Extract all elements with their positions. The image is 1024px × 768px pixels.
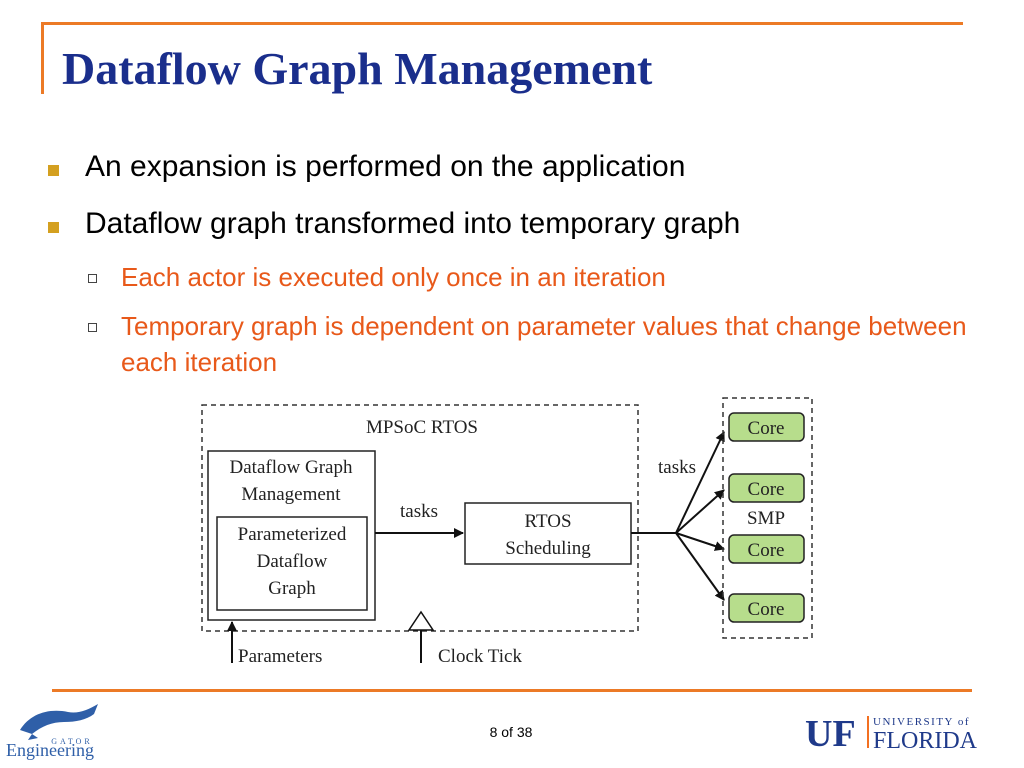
gator-arc-text: GATOR — [51, 737, 93, 746]
sub-bullet-text: Temporary graph is dependent on paramete… — [121, 311, 967, 377]
core-block — [728, 593, 805, 623]
smp-boundary — [722, 397, 813, 639]
engineering-wordmark: Engineering — [6, 740, 94, 760]
core-label: Core — [748, 418, 785, 439]
page-number: 8 of 38 — [489, 724, 533, 740]
core-block — [728, 534, 805, 564]
core-label: Core — [748, 479, 785, 500]
title-frame-top — [41, 22, 963, 25]
tasks-label-outer: tasks — [658, 457, 696, 478]
uf-mark: UF — [805, 713, 856, 752]
mpsoc-rtos-boundary — [201, 404, 639, 632]
core-arrow-4 — [675, 532, 725, 601]
gator-tail — [28, 734, 38, 740]
sub-bullet-marker — [88, 323, 97, 332]
core-block — [728, 473, 805, 503]
pdg-line2: Dataflow — [257, 551, 328, 572]
slide-title: Dataflow Graph Management — [62, 43, 653, 94]
sub-bullet-text: Each actor is executed only once in an i… — [121, 262, 666, 292]
core-label: Core — [748, 540, 785, 561]
sub-bullet-marker — [88, 274, 97, 283]
uf-logo: UF UNIVERSITY of FLORIDA — [805, 713, 978, 752]
core-block — [728, 412, 805, 442]
parameters-label: Parameters — [238, 646, 322, 667]
title-frame-left — [41, 22, 44, 94]
sched-line2: Scheduling — [505, 538, 591, 559]
footer-line — [52, 689, 972, 692]
bullet-marker — [48, 165, 59, 176]
uf-logo-divider — [867, 716, 869, 748]
core-label: Core — [748, 599, 785, 620]
core-arrow-3 — [675, 532, 725, 551]
parameterized-dataflow-graph-block — [216, 516, 368, 611]
core-arrow-1 — [675, 431, 725, 534]
gator-engineering-logo: GATOR Engineering — [6, 704, 98, 760]
clock-tick-label: Clock Tick — [438, 646, 522, 667]
clock-tick-triangle — [407, 610, 435, 631]
mpsoc-rtos-label: MPSoC RTOS — [366, 417, 478, 438]
pdg-line3: Graph — [268, 578, 316, 599]
bullet-text: Dataflow graph transformed into temporar… — [85, 207, 741, 240]
gator-silhouette — [20, 704, 98, 734]
bullet-marker — [48, 222, 59, 233]
uf-florida-text: FLORIDA — [873, 728, 978, 752]
smp-label: SMP — [747, 508, 785, 529]
bullet-text: An expansion is performed on the applica… — [85, 150, 686, 183]
uf-university-text: UNIVERSITY of — [873, 716, 970, 728]
tasks-label-inner: tasks — [400, 501, 438, 522]
dfg-label-line2: Management — [241, 484, 341, 505]
core-arrow-2 — [675, 489, 725, 534]
rtos-scheduling-block — [464, 502, 632, 565]
pdg-line1: Parameterized — [238, 524, 347, 545]
sched-line1: RTOS — [524, 511, 571, 532]
dfg-label-line1: Dataflow Graph — [230, 457, 353, 478]
